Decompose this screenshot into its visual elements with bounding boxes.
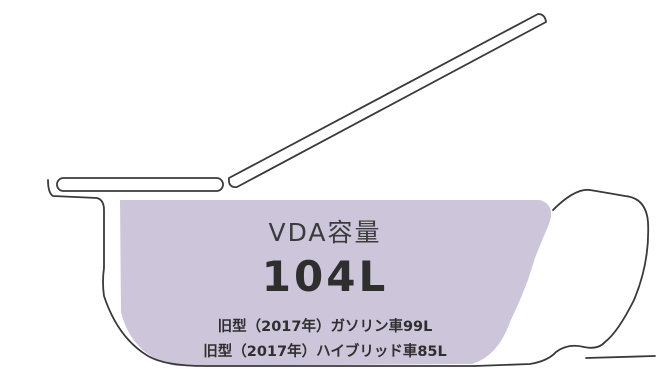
capacity-label: VDA容量 [268, 218, 382, 247]
rear-ground-line [585, 355, 656, 359]
old-gasoline-capacity: 旧型（2017年）ガソリン車99L [217, 319, 433, 335]
tonneau-cover [56, 177, 224, 192]
old-hybrid-capacity: 旧型（2017年）ハイブリッド車85L [203, 344, 447, 360]
rear-body-outline [474, 188, 650, 367]
cargo-volume-area [120, 200, 552, 366]
capacity-value: 104L [261, 252, 389, 301]
trunk-outline [47, 179, 476, 367]
raised-cover-panel [228, 13, 547, 188]
